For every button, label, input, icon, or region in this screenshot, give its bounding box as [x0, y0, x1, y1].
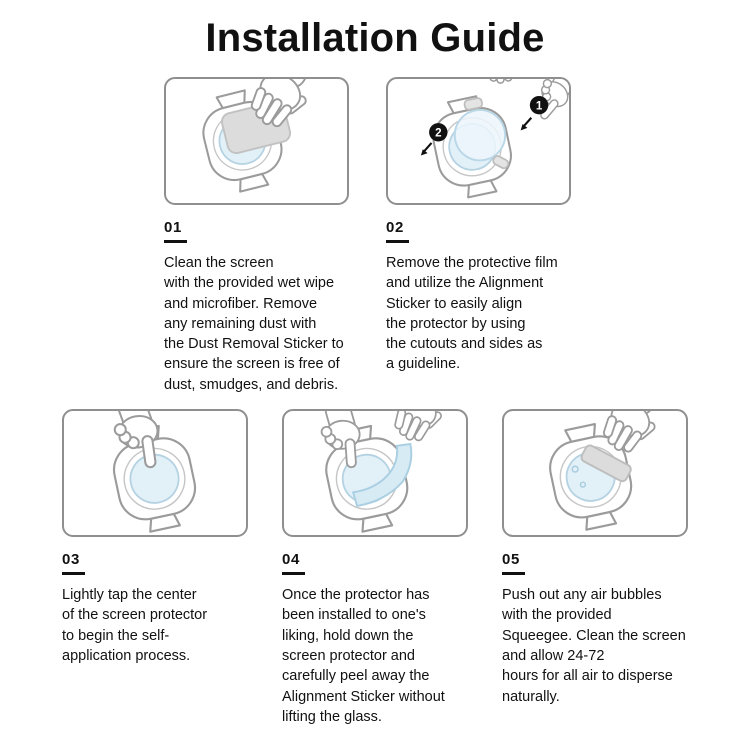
step-number: 04 [282, 551, 300, 569]
air-bubble-icon [579, 481, 587, 488]
step-01-illustration [164, 77, 349, 205]
alignment-sticker-illustration: 1 2 [420, 79, 569, 203]
air-bubble-icon [571, 465, 579, 473]
squeegee-illustration [541, 411, 678, 536]
watch-cleaning-illustration [194, 79, 331, 199]
steps-row-1: 01 Clean the screen with the provided we… [0, 77, 750, 395]
peel-sticker-illustration [317, 411, 460, 536]
step-description: Once the protector has been installed to… [282, 587, 445, 725]
step-panel-02: 1 2 02 Remove the protective film and ut… [386, 77, 586, 375]
page-title: Installation Guide [205, 16, 545, 60]
step-number: 05 [502, 551, 520, 569]
step-underline [282, 572, 305, 576]
step-number: 03 [62, 551, 80, 569]
step-panel-01: 01 Clean the screen with the provided we… [164, 77, 364, 395]
step-number: 01 [164, 219, 182, 236]
step-description: Lightly tap the center of the screen pro… [62, 587, 208, 664]
marker-number: 2 [435, 127, 441, 140]
step-description: Remove the protective film and utilize t… [386, 255, 558, 373]
step-underline [164, 240, 187, 243]
film-icon [453, 97, 510, 170]
film-icon [351, 442, 413, 508]
marker-badge-2: 2 [420, 123, 448, 156]
step-02-illustration: 1 2 [386, 77, 571, 205]
hand-flat-icon [479, 79, 527, 86]
squeegee-icon [580, 444, 632, 483]
step-number: 02 [386, 219, 404, 236]
step-underline [386, 240, 409, 243]
steps-row-2: 03 Lightly tap the center of the screen … [0, 409, 750, 727]
step-underline [502, 572, 525, 576]
step-panel-04: 04 Once the protector has been installed… [282, 409, 468, 727]
tap-center-illustration [105, 411, 204, 536]
marker-number: 1 [536, 100, 543, 113]
hand-flat-icon [387, 411, 460, 450]
step-04-illustration [282, 409, 468, 538]
step-description: Push out any air bubbles with the provid… [502, 587, 686, 705]
step-03-illustration [62, 409, 248, 538]
marker-badge-1: 1 [520, 95, 549, 131]
step-panel-03: 03 Lightly tap the center of the screen … [62, 409, 248, 666]
step-05-illustration [502, 409, 688, 538]
step-underline [62, 572, 85, 576]
step-description: Clean the screen with the provided wet w… [164, 255, 344, 393]
step-panel-05: 05 Push out any air bubbles with the pro… [502, 409, 688, 707]
